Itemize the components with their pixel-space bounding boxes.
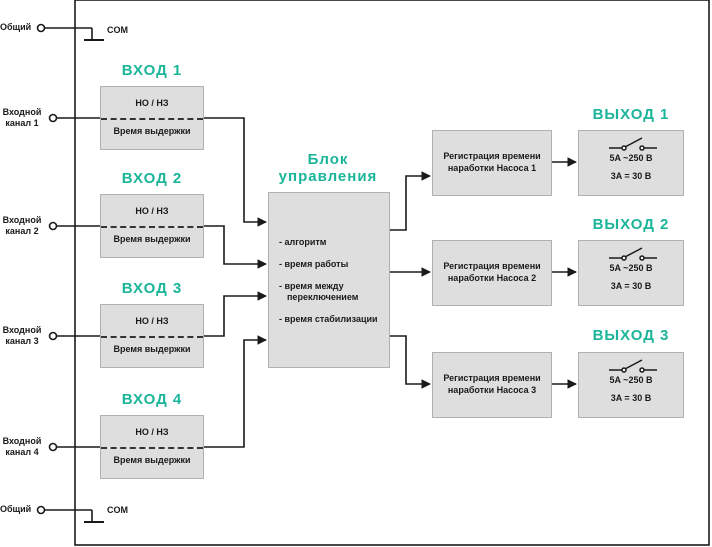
input-title-2: ВХОД 2 [121,170,183,187]
link-in4-ctrl [204,335,267,448]
output-title-1: ВЫХОД 1 [592,106,670,123]
input-delay-3: Время выдержки [113,344,191,354]
link-in2-ctrl [204,225,267,269]
link-in3-ctrl [204,291,267,337]
input-mode-4: НО / НЗ [135,427,169,437]
output-title-3: ВЫХОД 3 [592,327,670,344]
input-title-4: ВХОД 4 [121,391,183,408]
input-delay-4: Время выдержки [113,455,191,465]
control-item-algorithm: - алгоритм [279,237,327,247]
enclosure-frame [74,0,710,546]
relay-switch-icon [609,137,657,151]
input-mode-2: НО / НЗ [135,206,169,216]
com-label-top: COM [107,25,128,35]
control-item-run-time: - время работы [279,259,349,269]
output-rating-ac-2: 5A ~250 В [609,263,653,273]
link-ctrl-reg3 [390,335,431,389]
input-mode-3: НО / НЗ [135,316,169,326]
output-rating-dc-3: 3A = 30 В [610,393,652,403]
control-item-switch-time: - время между [279,281,344,291]
input-title-1: ВХОД 1 [121,62,183,79]
input-divider-3 [101,336,203,338]
input-divider-2 [101,226,203,228]
link-in1-ctrl [204,117,267,227]
common-label-bottom: Общий [0,504,32,514]
terminal-input-4 [48,442,58,452]
input-block-1: НО / НЗ Время выдержки [100,86,204,150]
relay-switch-icon [609,247,657,261]
output-title-2: ВЫХОД 2 [592,216,670,233]
input-divider-4 [101,447,203,449]
output-rating-ac-1: 5A ~250 В [609,153,653,163]
input-block-2: НО / НЗ Время выдержки [100,194,204,258]
input-mode-1: НО / НЗ [135,98,169,108]
output-rating-ac-3: 5A ~250 В [609,375,653,385]
control-item-stabilization: - время стабилизации [279,314,378,324]
link-ctrl-reg1 [390,171,431,231]
output-block-3: 5A ~250 В 3A = 30 В [578,352,684,418]
output-block-2: 5A ~250 В 3A = 30 В [578,240,684,306]
output-rating-dc-1: 3A = 30 В [610,171,652,181]
relay-switch-icon [609,359,657,373]
common-label-top: Общий [0,22,32,32]
input-title-3: ВХОД 3 [121,280,183,297]
input-delay-2: Время выдержки [113,234,191,244]
input-block-4: НО / НЗ Время выдержки [100,415,204,479]
control-block: - алгоритм - время работы - время между … [268,192,390,368]
com-label-bottom: COM [107,505,128,515]
terminal-input-1 [48,113,58,123]
terminal-input-3 [48,331,58,341]
output-block-1: 5A ~250 В 3A = 30 В [578,130,684,196]
terminal-com-bottom [36,505,46,515]
input-divider-1 [101,118,203,120]
input-delay-1: Время выдержки [113,126,191,136]
terminal-com-top [36,23,46,33]
input-block-3: НО / НЗ Время выдержки [100,304,204,368]
output-rating-dc-2: 3A = 30 В [610,281,652,291]
terminal-input-2 [48,221,58,231]
control-item-switch-time-cont: переключением [287,292,359,302]
